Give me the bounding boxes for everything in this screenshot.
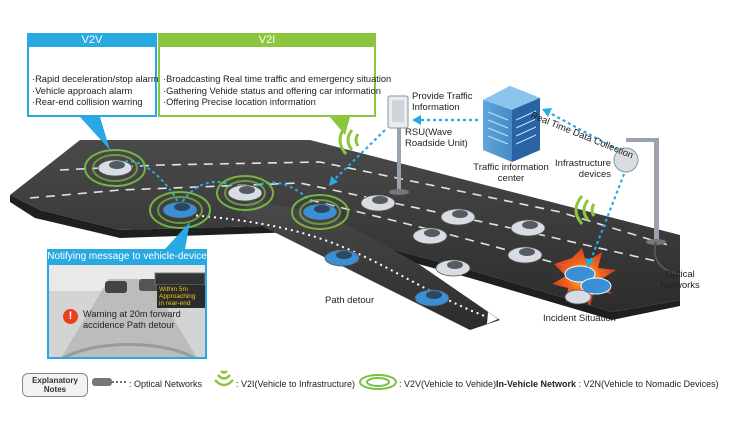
notify-title: Notifying message to vehicle-device: [47, 249, 207, 265]
car: [507, 246, 543, 264]
legend-v2v-icon: [359, 374, 397, 390]
car: [440, 208, 476, 226]
legend-invehicle-text: In-Vehicle Network : V2N(Vehicle to Noma…: [496, 379, 719, 389]
legend-v2v-text: : V2V(Vehicle to Vehide): [399, 379, 497, 389]
v2i-box-pointer: [330, 117, 350, 135]
car: [510, 219, 546, 237]
v2i-item: ·Gathering Vehide status and offering ca…: [163, 85, 381, 96]
v2v-title: V2V: [27, 33, 157, 47]
v2i-title: V2I: [158, 33, 376, 47]
car: [227, 184, 263, 202]
legend-optical-text: : Optical Networks: [129, 379, 203, 389]
incident-label: Incident Situation: [543, 313, 616, 324]
v2i-item: ·Broadcasting Real time traffic and emer…: [163, 74, 392, 84]
car: [162, 201, 198, 219]
data-flow-arrows: [331, 111, 626, 263]
v2v-list: ·Rapid deceleration/stop alarm ·Vehicle …: [32, 74, 159, 109]
v2v-item: ·Rear-end collision warring: [32, 97, 143, 107]
car: [97, 159, 133, 177]
car: [412, 227, 448, 245]
legend-v2i-icon: [214, 370, 234, 387]
incident-cars: [564, 265, 612, 305]
v2v-link-arcs: [114, 160, 319, 211]
v2i-list: ·Broadcasting Real time traffic and emer…: [163, 74, 391, 109]
v2v-item: ·Vehicle approach alarm: [32, 85, 133, 96]
car: [435, 259, 471, 277]
infrastructure-pole: [613, 138, 666, 245]
car: [302, 203, 338, 221]
v2i-item: ·Offering Precise location information: [163, 97, 316, 107]
vehicles: [97, 159, 546, 307]
car: [360, 194, 396, 212]
car: [414, 289, 450, 307]
car: [324, 249, 360, 267]
v2v-box-pointer: [80, 117, 110, 150]
legend-optical-icon: [92, 378, 126, 386]
warning-icon: !: [63, 309, 78, 324]
legend-v2i-text: : V2I(Vehicle to Infrastructure): [236, 379, 356, 389]
path-detour-label: Path detour: [325, 295, 375, 306]
arrow-heads: [329, 108, 594, 268]
notify-box-pointer: [165, 222, 190, 249]
optical-cable: [653, 241, 681, 275]
v2v-wave-rings: [84, 149, 349, 230]
traffic-center-building: [483, 86, 540, 162]
rsu-device: [387, 95, 409, 195]
v2v-item: ·Rapid deceleration/stop alarm: [32, 74, 159, 84]
detour-arrowhead: [487, 312, 498, 324]
